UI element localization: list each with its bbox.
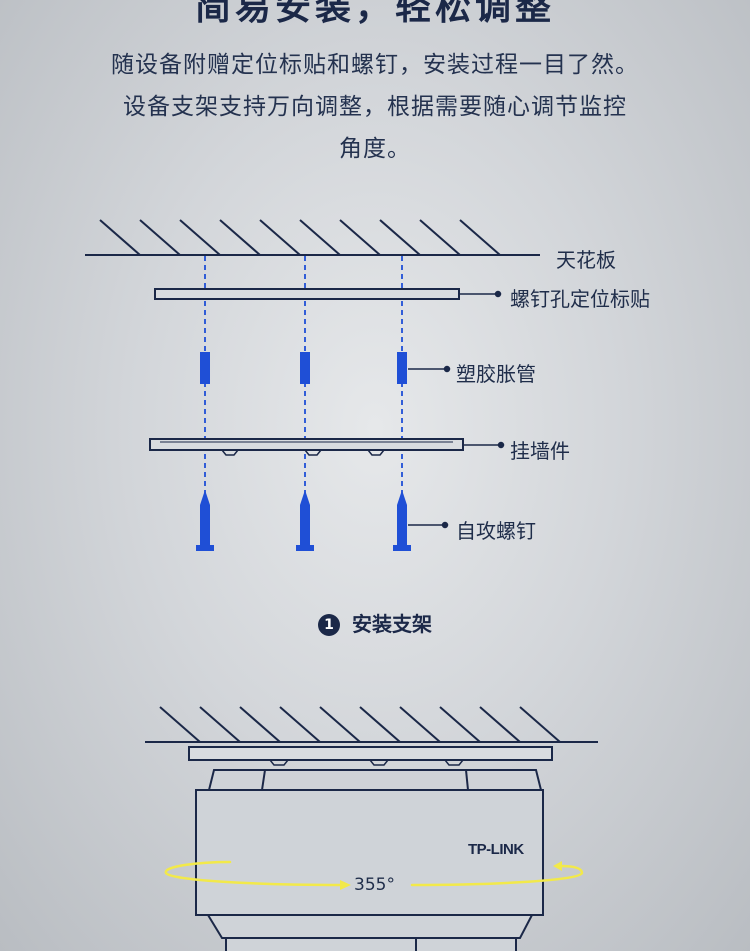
rotation-angle-label: 355° (354, 875, 395, 895)
leader-lines (408, 290, 505, 529)
step-number-badge: 1 (318, 614, 340, 636)
plastic-anchors (200, 352, 407, 384)
rotation-arrowheads (340, 861, 562, 890)
label-bracket: 挂墙件 (510, 439, 570, 463)
self-tapping-screws (196, 490, 411, 551)
label-ceiling: 天花板 (556, 248, 616, 272)
camera-body (195, 769, 544, 951)
label-anchor: 塑胶胀管 (456, 362, 536, 386)
label-screw: 自攻螺钉 (456, 519, 536, 543)
ceiling-hatch-2 (145, 706, 598, 743)
step-caption: 1 安装支架 (0, 608, 750, 637)
intro-line-2: 设备支架支持万向调整，根据需要随心调节监控 (123, 94, 627, 120)
mounted-bracket (188, 746, 553, 766)
brand-logo: TP-LINK (468, 841, 524, 858)
wall-bracket (149, 438, 464, 456)
sticker-strip (154, 288, 460, 300)
intro-line-1: 随设备附赠定位标贴和螺钉，安装过程一目了然。 (111, 52, 639, 78)
rotation-arrows (164, 860, 584, 887)
step-caption-text: 安装支架 (352, 612, 432, 636)
page-title: 简易安装，轻松调整 (194, 0, 555, 28)
intro-text: 随设备附赠定位标贴和螺钉，安装过程一目了然。 设备支架支持万向调整，根据需要随心… (75, 44, 675, 170)
intro-line-3: 角度。 (339, 136, 411, 162)
label-sticker: 螺钉孔定位标贴 (510, 287, 650, 311)
ceiling-hatch (85, 219, 540, 256)
